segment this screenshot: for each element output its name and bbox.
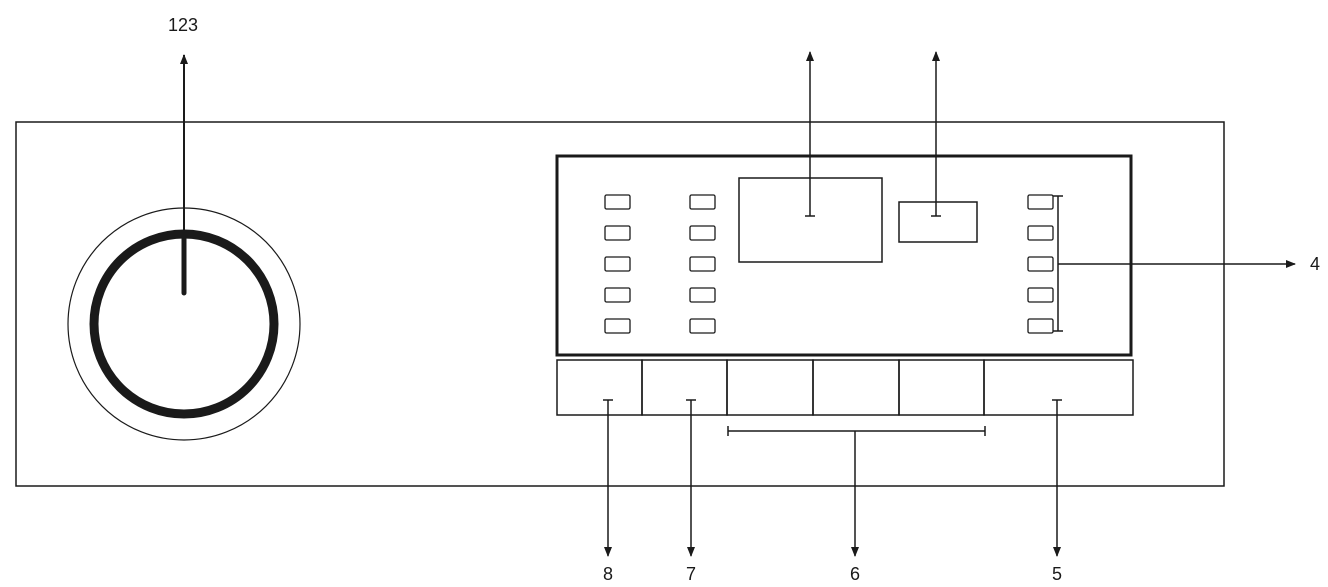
callout-label-8: 8 bbox=[603, 564, 613, 584]
indicator-lights bbox=[604, 194, 1054, 334]
panel-button[interactable] bbox=[556, 359, 643, 416]
indicator-light bbox=[689, 194, 716, 210]
indicator-light bbox=[689, 256, 716, 272]
button-row bbox=[556, 359, 1134, 416]
panel-button[interactable] bbox=[983, 359, 1134, 416]
indicator-light bbox=[604, 225, 631, 241]
indicator-light bbox=[689, 225, 716, 241]
indicator-light bbox=[1027, 287, 1054, 303]
callout-label-123: 123 bbox=[168, 15, 198, 35]
callout-label-6: 6 bbox=[850, 564, 860, 584]
panel-button[interactable] bbox=[812, 359, 900, 416]
panel-button[interactable] bbox=[898, 359, 985, 416]
indicator-light bbox=[1027, 256, 1054, 272]
indicator-light bbox=[1027, 225, 1054, 241]
indicator-light bbox=[689, 287, 716, 303]
program-knob[interactable] bbox=[67, 207, 301, 441]
panel-button[interactable] bbox=[726, 359, 814, 416]
callout-label-4: 4 bbox=[1310, 254, 1320, 274]
small-display bbox=[898, 201, 978, 243]
indicator-light bbox=[604, 256, 631, 272]
indicator-light bbox=[689, 318, 716, 334]
indicator-light bbox=[604, 287, 631, 303]
callout-label-7: 7 bbox=[686, 564, 696, 584]
callout-label-5: 5 bbox=[1052, 564, 1062, 584]
panel-button[interactable] bbox=[641, 359, 728, 416]
outer-panel bbox=[15, 121, 1225, 487]
indicator-light bbox=[1027, 318, 1054, 334]
display-panel bbox=[555, 154, 1133, 357]
indicator-light bbox=[604, 318, 631, 334]
indicator-light bbox=[1027, 194, 1054, 210]
indicator-light bbox=[604, 194, 631, 210]
